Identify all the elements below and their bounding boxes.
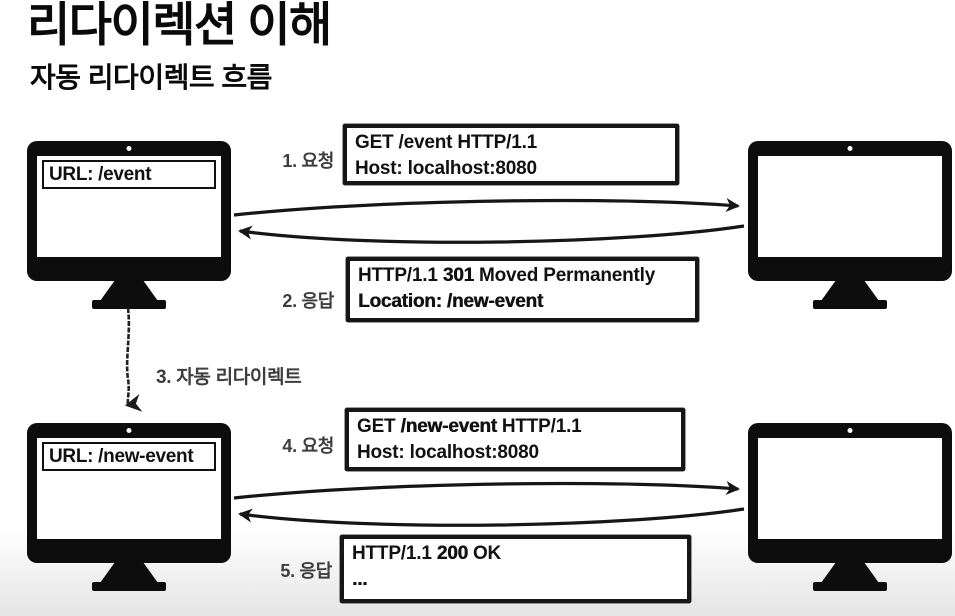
monitor-stand <box>821 562 879 583</box>
response-arrow-icon <box>238 507 745 527</box>
monitor-stand <box>100 562 158 583</box>
monitor-stand <box>100 280 158 301</box>
response-arrow-icon <box>238 224 745 244</box>
request-response-arrows-top <box>233 198 745 244</box>
response2-message-box: HTTP/1.1 200 OK ... <box>340 535 691 603</box>
monitor-base <box>92 300 166 309</box>
page-title: 리다이렉션 이해 <box>27 0 332 51</box>
request-arrow-icon <box>233 481 740 500</box>
new-event-path: /new-event <box>400 416 497 437</box>
response1-line1: HTTP/1.1 301 Moved Permanently <box>358 263 687 289</box>
server-monitor-top-icon <box>748 141 952 309</box>
monitor-base <box>92 582 166 591</box>
monitor-screen <box>758 438 942 539</box>
url-text: URL: /new-event <box>49 445 194 467</box>
server-monitor-bottom-icon <box>748 423 952 591</box>
status-text: OK <box>467 543 502 564</box>
browser-url-box: URL: /event <box>42 160 216 189</box>
status-code-200: 200 <box>436 543 468 564</box>
browser-url-box: URL: /new-event <box>42 442 216 471</box>
step2-label: 2. 응답 <box>282 291 334 311</box>
monitor-frame: URL: /event <box>27 141 231 281</box>
request1-line1: GET /event HTTP/1.1 <box>355 132 538 153</box>
monitor-base <box>813 582 887 591</box>
response1-line2: Location: /new-event <box>358 291 543 312</box>
monitor-screen: URL: /new-event <box>37 438 221 539</box>
monitor-base <box>813 300 887 309</box>
step1-label: 1. 요청 <box>282 151 334 171</box>
monitor-stand <box>821 280 879 301</box>
monitor-screen: URL: /event <box>37 156 221 257</box>
monitor-frame: URL: /new-event <box>27 423 231 563</box>
status-text: Moved Permanently <box>473 265 656 286</box>
camera-dot-icon <box>847 146 853 151</box>
camera-dot-icon <box>126 146 132 151</box>
http-version: HTTP/1.1 <box>496 416 582 437</box>
redirect-arrow-icon <box>125 307 143 412</box>
request2-line2: Host: localhost:8080 <box>357 442 539 463</box>
request2-message-box: GET /new-event HTTP/1.1 Host: localhost:… <box>345 408 685 471</box>
http-method: GET <box>357 416 401 437</box>
step4-label: 4. 요청 <box>282 436 334 456</box>
monitor-frame <box>748 423 952 563</box>
step5-label: 5. 응답 <box>280 561 332 581</box>
response2-line1: HTTP/1.1 200 OK <box>352 541 679 567</box>
camera-dot-icon <box>126 428 132 433</box>
request-response-arrows-bottom <box>233 481 745 527</box>
client-monitor-before-icon: URL: /event <box>27 141 231 309</box>
request1-message-box: GET /event HTTP/1.1 Host: localhost:8080 <box>343 124 679 185</box>
response2-line2: ... <box>352 569 368 590</box>
request2-line1: GET /new-event HTTP/1.1 <box>357 414 673 440</box>
url-text: URL: /event <box>49 163 152 185</box>
camera-dot-icon <box>847 428 853 433</box>
http-version: HTTP/1.1 <box>358 265 443 286</box>
request1-line2: Host: localhost:8080 <box>355 158 537 179</box>
http-version: HTTP/1.1 <box>352 543 437 564</box>
monitor-screen <box>758 156 942 257</box>
client-monitor-after-icon: URL: /new-event <box>27 423 231 591</box>
response1-message-box: HTTP/1.1 301 Moved Permanently Location:… <box>346 257 699 322</box>
monitor-frame <box>748 141 952 281</box>
step3-label: 3. 자동 리다이렉트 <box>156 367 302 388</box>
page-subtitle: 자동 리다이렉트 흐름 <box>30 62 272 93</box>
status-code-301: 301 <box>442 265 474 286</box>
request-arrow-icon <box>233 198 740 217</box>
